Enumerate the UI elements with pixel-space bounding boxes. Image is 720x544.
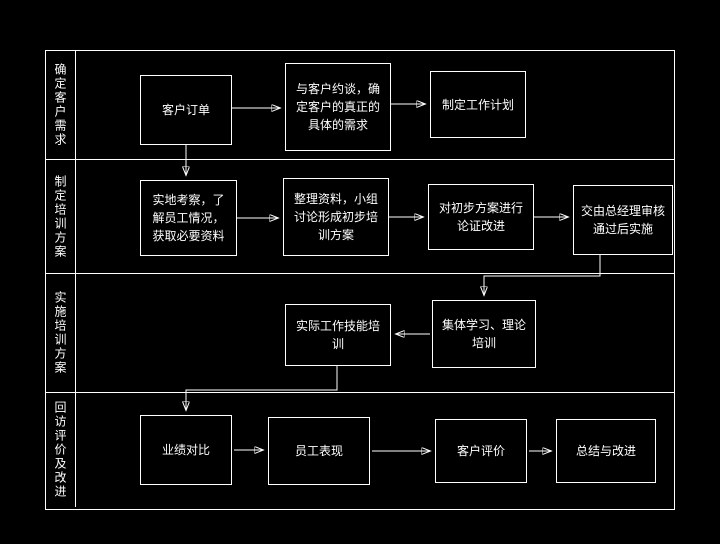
node-label: 实地考察，了解员工情况，获取必要资料 bbox=[152, 193, 225, 243]
node-work-plan: 制定工作计划 bbox=[430, 71, 526, 138]
node-field-visit: 实地考察，了解员工情况，获取必要资料 bbox=[140, 180, 237, 256]
node-refine-plan: 对初步方案进行论证改进 bbox=[428, 184, 534, 250]
node-label: 客户订单 bbox=[161, 103, 210, 117]
node-label: 对初步方案进行论证改进 bbox=[438, 201, 523, 233]
node-label: 与客户约谈，确定客户的真正的具体的需求 bbox=[295, 82, 380, 132]
swimlane-frame: 确定客户需求 制定培训方案 实施培训方案 回访评价及改进 bbox=[45, 50, 675, 510]
swimlane-determine-customer-needs: 确定客户需求 bbox=[46, 51, 674, 160]
node-summary-improvement: 总结与改进 bbox=[556, 419, 656, 483]
node-label: 集体学习、理论培训 bbox=[441, 318, 526, 350]
node-label: 客户评价 bbox=[456, 444, 505, 458]
lane-label-followup-evaluation: 回访评价及改进 bbox=[46, 393, 76, 507]
node-label: 制定工作计划 bbox=[441, 97, 514, 112]
node-label: 员工表现 bbox=[294, 444, 343, 458]
node-customer-interview: 与客户约谈，确定客户的真正的具体的需求 bbox=[285, 63, 391, 151]
node-label: 整理资料，小组讨论形成初步培训方案 bbox=[293, 192, 378, 242]
node-customer-evaluation: 客户评价 bbox=[435, 419, 527, 483]
lane-label-determine-customer-needs: 确定客户需求 bbox=[46, 51, 76, 159]
node-label: 实际工作技能培训 bbox=[295, 319, 380, 351]
swimlane-develop-training-plan: 制定培训方案 bbox=[46, 160, 674, 274]
node-gm-approval: 交由总经理审核通过后实施 bbox=[573, 185, 673, 255]
node-practical-training: 实际工作技能培训 bbox=[285, 304, 391, 366]
node-organize-materials: 整理资料，小组讨论形成初步培训方案 bbox=[283, 178, 389, 256]
node-performance-comparison: 业绩对比 bbox=[140, 415, 232, 485]
node-label: 业绩对比 bbox=[161, 443, 210, 457]
node-collective-learning: 集体学习、理论培训 bbox=[432, 300, 536, 368]
node-label: 总结与改进 bbox=[575, 444, 636, 458]
swimlane-implement-training-plan: 实施培训方案 bbox=[46, 274, 674, 393]
swimlane-followup-evaluation: 回访评价及改进 bbox=[46, 393, 674, 507]
lane-label-implement-training-plan: 实施培训方案 bbox=[46, 274, 76, 392]
node-employee-performance: 员工表现 bbox=[268, 417, 370, 485]
node-label: 交由总经理审核通过后实施 bbox=[581, 204, 666, 236]
lane-label-develop-training-plan: 制定培训方案 bbox=[46, 160, 76, 273]
node-customer-order: 客户订单 bbox=[140, 75, 232, 145]
